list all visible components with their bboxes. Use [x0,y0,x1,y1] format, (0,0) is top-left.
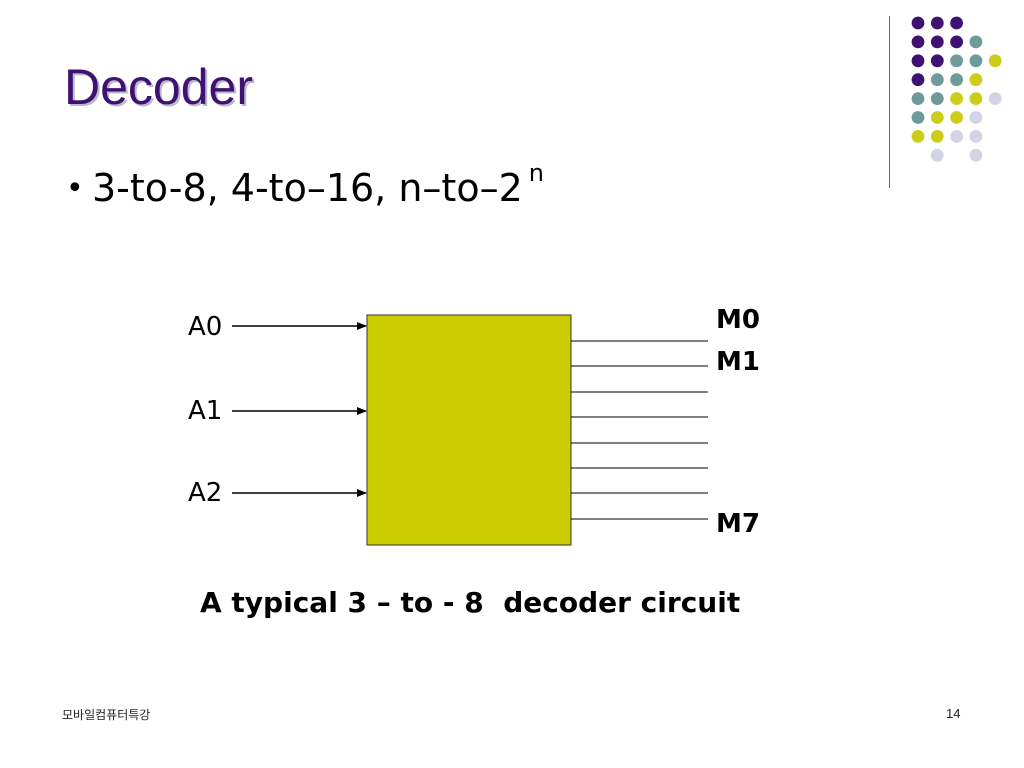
decoder-block [366,314,572,546]
decorative-dot [988,92,1002,105]
bullet-marker: • [66,171,84,206]
decorative-dot [911,92,925,105]
decorative-dot [930,92,944,105]
decorative-vertical-line [889,16,890,188]
input-label-a2: A2 [188,478,223,508]
decorative-dot [950,54,963,68]
decorative-dot [911,54,925,68]
bullet-text: 3-to-8, 4-to–16, n–to–2 [92,166,523,210]
output-lines [571,340,708,520]
decorative-dot [969,54,983,68]
decorative-dot [969,92,983,105]
decorative-dot [930,130,944,143]
slide-title: Decoder [64,59,253,115]
decorative-dot [911,130,925,143]
decorative-dot [969,35,983,49]
decorative-dot [930,16,944,30]
footer-page-number: 14 [946,706,961,721]
decorative-dot [950,35,963,49]
output-label-m7: M7 [716,509,760,539]
output-label-m0: M0 [716,305,760,335]
decorative-dot [911,16,925,30]
decorative-dot [950,130,963,143]
bullet-superscript: n [528,159,544,187]
decorative-dot [950,92,963,105]
decorative-dot [930,73,944,87]
diagram-caption: A typical 3 – to - 8 decoder circuit [200,586,741,619]
decorative-dot [930,111,944,124]
decorative-dot [911,73,925,87]
decorative-dot [988,54,1002,68]
input-label-a1: A1 [188,396,223,426]
decorative-dot [930,35,944,49]
decorative-dot-grid [911,16,1002,162]
decorative-dot [911,111,925,124]
decorative-dot [969,73,983,87]
output-label-m1: M1 [716,347,760,377]
input-label-a0: A0 [188,312,223,342]
footer-course-name: 모바일컴퓨터특강 [62,708,151,722]
decorative-dot [950,73,963,87]
decorative-dot [930,148,944,162]
decorative-dot [930,54,944,68]
decorative-dot [969,130,983,143]
decorative-dot [911,35,925,49]
decorative-dot [950,16,963,30]
decorative-dot [969,148,983,162]
decorative-dot [969,111,983,124]
decorative-dot [950,111,963,124]
